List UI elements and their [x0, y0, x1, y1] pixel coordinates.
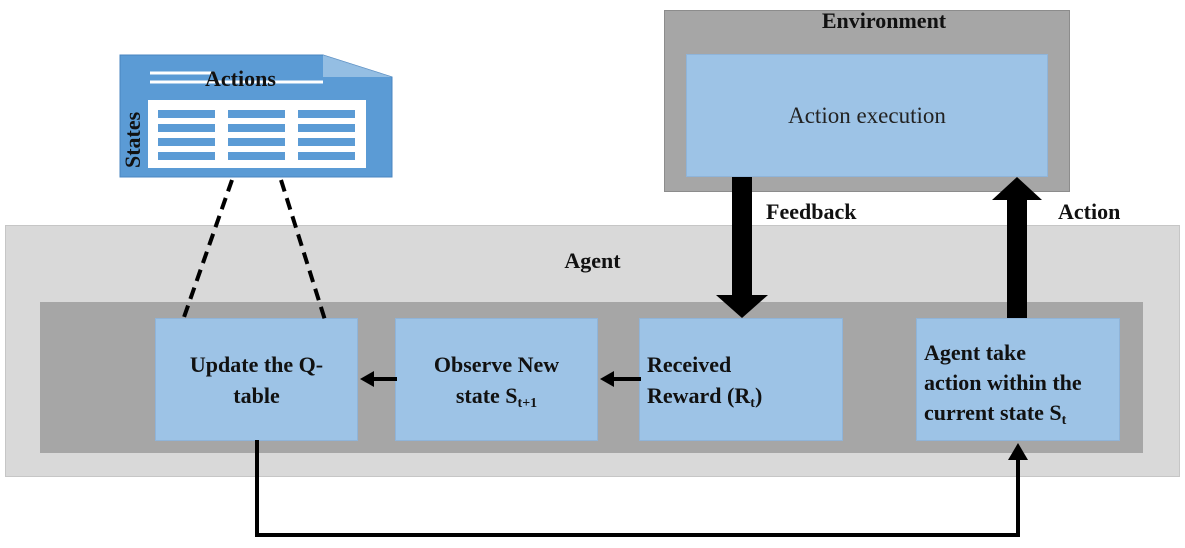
reward-subscript: t — [750, 396, 755, 411]
agent-title: Agent — [564, 248, 621, 273]
loop-arrow — [255, 440, 1028, 537]
action-execution-box: Action execution — [686, 54, 1048, 177]
observe-line-1: Observe New — [433, 352, 560, 377]
arrow-observe-to-update — [360, 371, 397, 387]
observe-line-2: state St+1 — [455, 383, 538, 411]
action-execution-label: Action execution — [788, 102, 946, 128]
q-table-states-label: States — [120, 111, 145, 168]
observe-subscript: t+1 — [517, 396, 538, 411]
observe-state-box: Observe New state St+1 — [395, 318, 598, 441]
feedback-arrow — [716, 177, 768, 318]
act-line-1: Agent take — [924, 340, 1027, 365]
q-table-actions-label: Actions — [205, 66, 276, 91]
act-line-3: current state St — [924, 400, 1067, 428]
act-subscript: t — [1061, 413, 1067, 428]
update-q-table-label: Update the Q-table — [189, 352, 324, 408]
act-line-2: action within the — [924, 370, 1082, 395]
dashed-link-right — [279, 179, 327, 321]
action-arrow — [992, 177, 1042, 318]
take-action-box: Agent take action within the current sta… — [916, 318, 1120, 441]
action-label: Action — [1058, 199, 1121, 224]
reward-line-2: Reward (Rt) — [647, 383, 763, 411]
arrow-reward-to-observe — [600, 371, 641, 387]
reward-line-1: Received — [647, 352, 732, 377]
q-table-icon — [119, 54, 393, 178]
environment-title: Environment — [821, 8, 947, 33]
received-reward-box: Received Reward (Rt) — [639, 318, 843, 441]
dashed-link-left — [181, 179, 234, 321]
feedback-label: Feedback — [766, 199, 857, 224]
